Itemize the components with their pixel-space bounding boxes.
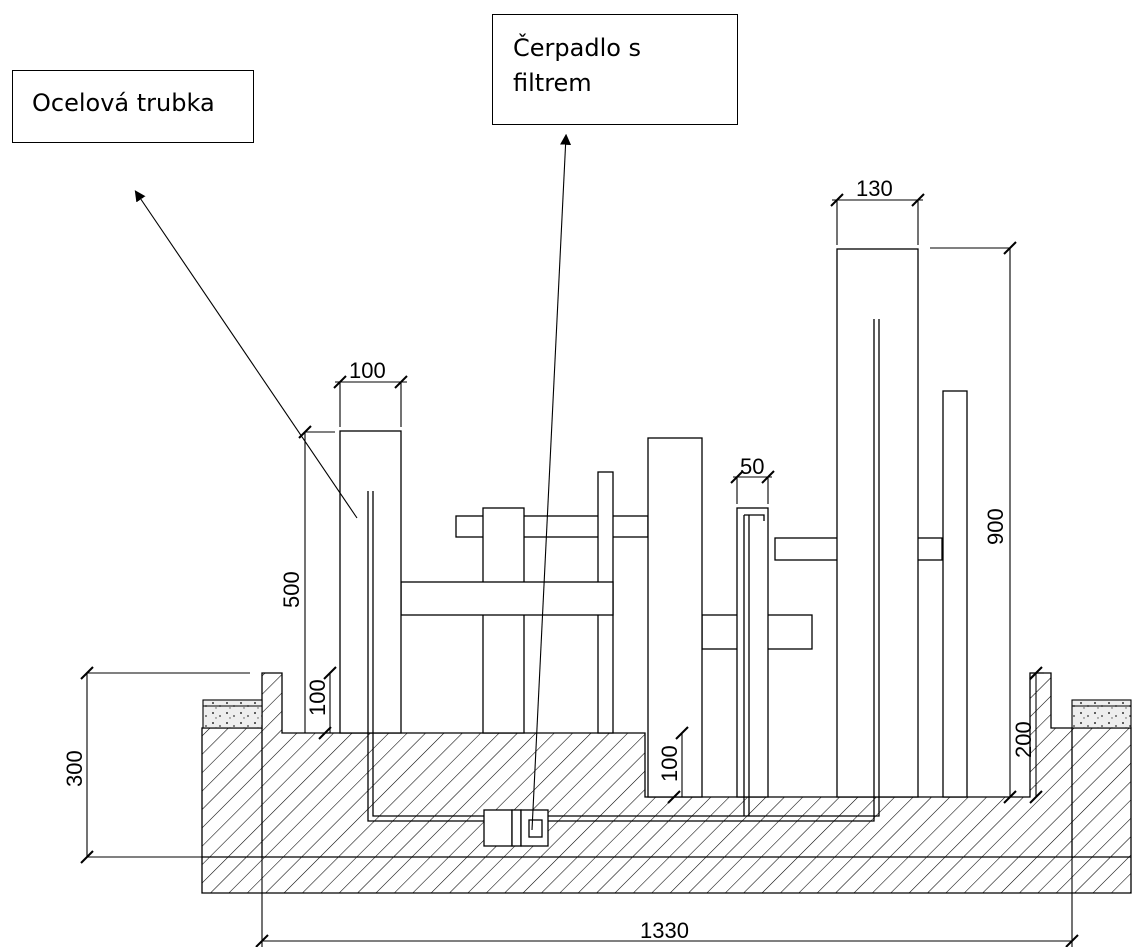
steel-pipe-label: Ocelová trubka <box>12 70 254 143</box>
pump-label-line1: Čerpadlo s <box>513 34 642 62</box>
dimension-lines <box>80 193 1079 947</box>
structure <box>339 248 968 798</box>
dim-width-130: 130 <box>856 176 893 201</box>
dim-depth-100-mid: 100 <box>657 745 682 782</box>
dim-total-1330: 1330 <box>640 918 689 943</box>
pump-label-line2: filtrem <box>513 69 592 97</box>
dim-height-500: 500 <box>279 571 304 608</box>
dim-height-300: 300 <box>62 750 87 787</box>
gravel-layer <box>202 699 1132 729</box>
steel-pipes <box>367 319 880 822</box>
dimension-texts: 100 50 130 500 100 100 900 200 300 1330 <box>62 176 1036 943</box>
pump-leader <box>531 133 572 831</box>
dim-width-50: 50 <box>740 454 764 479</box>
pump-filter-label: Čerpadlo s filtrem <box>492 14 738 125</box>
steel-pipe-leader <box>134 190 358 519</box>
dim-depth-100-left: 100 <box>305 679 330 716</box>
concrete-foundation <box>201 672 1132 894</box>
dim-height-900: 900 <box>983 508 1008 545</box>
leader-arrows <box>134 133 572 831</box>
dim-width-100: 100 <box>349 358 386 383</box>
steel-pipe-label-text: Ocelová trubka <box>32 89 215 117</box>
dim-height-200: 200 <box>1011 721 1036 758</box>
pump-with-filter <box>483 809 549 847</box>
